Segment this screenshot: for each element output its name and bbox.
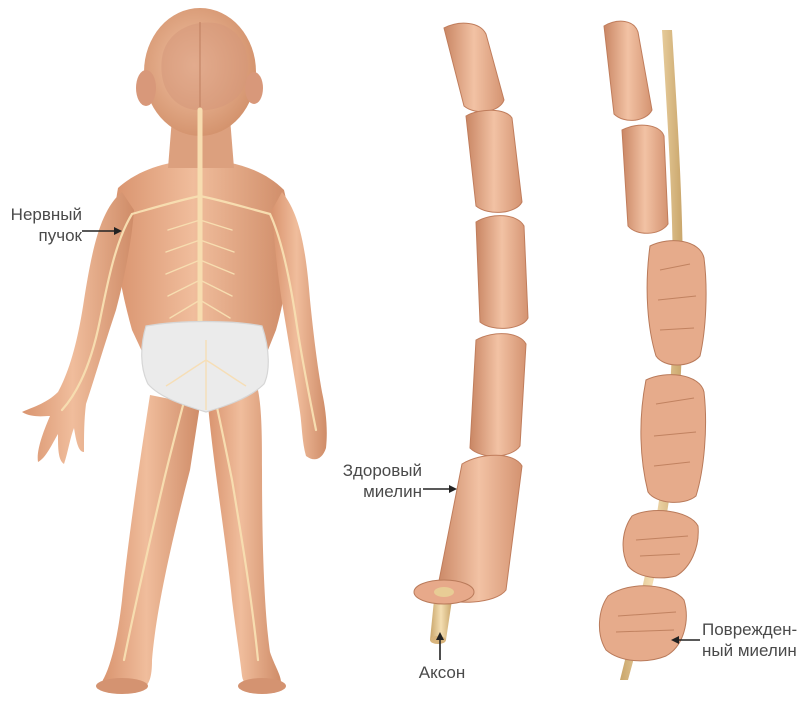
damaged-myelin-line-2: ный миелин [702,640,810,661]
nerve-bundle-line-1: Нервный [2,204,82,225]
brain [161,22,248,110]
myelin-segment [470,334,526,456]
healthy-fiber [414,23,528,644]
damaged-segment [599,586,686,661]
axon-text: Аксон [410,662,474,683]
left-leg [102,395,200,692]
nerve-bundle-line-2: пучок [2,225,82,246]
damaged-segment [647,241,706,365]
myelin-segment [622,125,668,233]
damaged-fiber [599,21,706,680]
myelin-segment [466,110,522,212]
healthy-myelin-line-2: миелин [330,481,422,502]
damaged-myelin-line-1: Поврежден- [702,619,810,640]
left-ear [136,70,156,106]
myelin-segment [444,23,504,111]
child-figure [22,8,327,694]
healthy-myelin-label: Здоровый миелин [330,460,422,502]
healthy-myelin-line-1: Здоровый [330,460,422,481]
right-foot [238,678,286,694]
damaged-segment [641,375,706,503]
right-leg [208,390,281,691]
right-ear [245,72,263,104]
left-foot [96,678,148,694]
nerve-bundle-label: Нервный пучок [2,204,82,246]
damaged-segment [623,511,698,578]
myelin-segment [476,216,528,329]
damaged-myelin-label: Поврежден- ный миелин [702,619,810,661]
axon-label: Аксон [410,662,474,683]
myelin-segment [604,21,652,120]
right-arm [272,192,327,459]
